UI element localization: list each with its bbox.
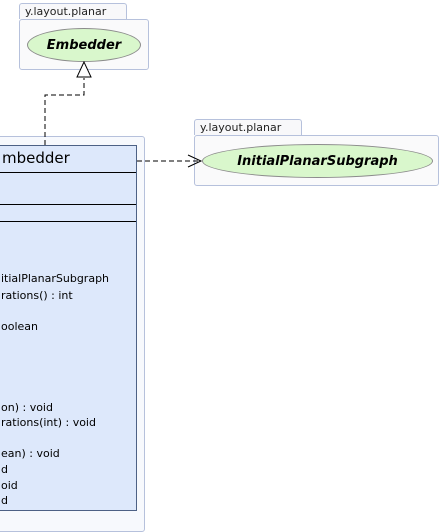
class-member: oid xyxy=(1,479,18,492)
open-arrowhead xyxy=(187,154,203,168)
class-member: ean) : void xyxy=(1,447,60,460)
class-member: d xyxy=(1,463,8,476)
class-member: rations(int) : void xyxy=(1,416,96,429)
class-member: itialPlanarSubgraph xyxy=(1,272,110,285)
class-divider xyxy=(0,204,136,205)
embedder-class-box[interactable]: mbedder itialPlanarSubgraph rations() : … xyxy=(0,145,137,511)
class-member: on) : void xyxy=(1,401,53,414)
realization-edge xyxy=(44,78,85,145)
initial-planar-subgraph-interface[interactable]: InitialPlanarSubgraph xyxy=(202,144,433,178)
class-divider xyxy=(0,172,136,173)
package-tab-label: y.layout.planar xyxy=(19,3,127,19)
class-member: rations() : int xyxy=(1,289,73,302)
class-title: mbedder xyxy=(2,149,70,167)
package-tab-label: y.layout.planar xyxy=(194,119,302,135)
hollow-triangle-arrowhead xyxy=(76,60,92,78)
relation-edges xyxy=(44,60,203,168)
class-member: oolean xyxy=(1,320,38,333)
class-divider xyxy=(0,221,136,222)
class-member: d xyxy=(1,494,8,507)
